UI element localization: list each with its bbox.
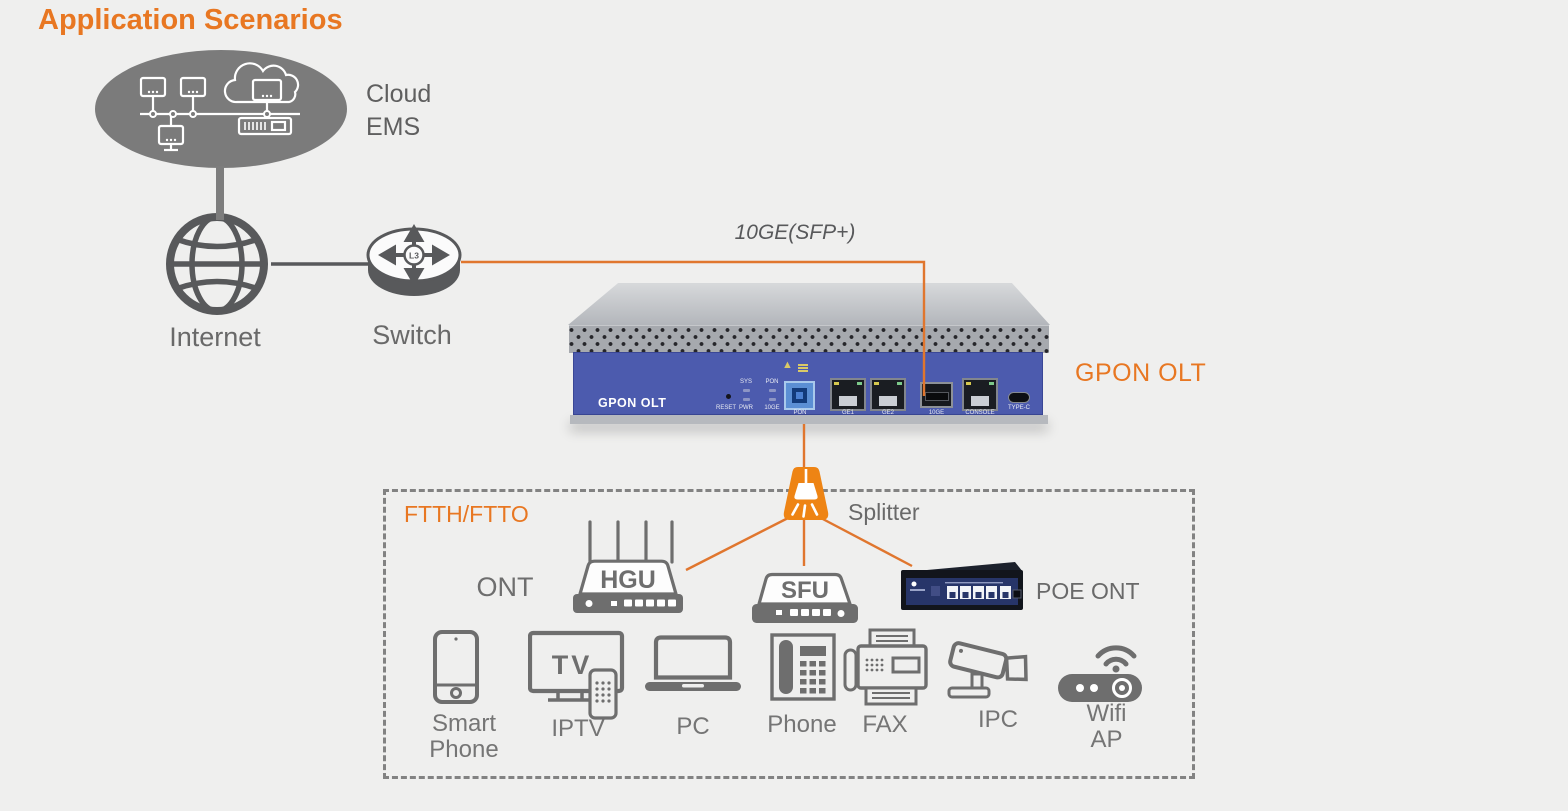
hgu-label: HGU: [600, 566, 656, 594]
cloud-ems-network-icon: [139, 62, 300, 152]
switch-chip-label: L3: [409, 251, 419, 261]
fax-icon: [843, 628, 928, 706]
poe-ont-icon: [901, 562, 1023, 610]
olt-led-pon-label: PON: [765, 379, 779, 385]
wifi-ap-label: Wifi AP: [1086, 700, 1127, 753]
olt-led-pon: [769, 389, 776, 392]
laptop-icon: [645, 635, 741, 691]
ip-camera-icon: [947, 641, 1028, 699]
olt-reset-button: [726, 394, 731, 399]
hgu-ont-icon: HGU: [573, 520, 683, 613]
olt-vent-grille: [569, 325, 1049, 353]
olt-front-text: GPON OLT: [598, 396, 667, 410]
olt-led-pwr-label: PWR: [739, 405, 753, 411]
internet-label: Internet: [169, 322, 261, 352]
page-title: Application Scenarios: [38, 4, 343, 36]
poe-ont-label: POE ONT: [1036, 578, 1140, 604]
olt-ge1-port-label: GE1: [841, 410, 854, 416]
olt-led-sys-label: SYS: [739, 379, 752, 385]
splitter-icon: [783, 467, 829, 520]
pc-label: PC: [676, 713, 710, 740]
olt-pon-port-label: PON: [793, 410, 807, 416]
olt-pon-port: [784, 381, 815, 410]
olt-ge2-port-label: GE2: [881, 410, 894, 416]
splitter-label: Splitter: [848, 499, 920, 525]
internet-globe-icon: [166, 213, 268, 315]
olt-10ge-port-label: 10GE: [928, 410, 945, 416]
olt-10ge-sfp-port: [920, 382, 953, 408]
switch-label: Switch: [372, 320, 452, 350]
olt-ge2-port: [870, 378, 906, 411]
wifi-ap-icon: [1058, 645, 1142, 702]
sfu-label: SFU: [781, 577, 829, 604]
warning-manual-icon: [798, 363, 808, 373]
olt-typec-port-label: TYPE-C: [1007, 405, 1030, 411]
gpon-olt-callout: GPON OLT: [1075, 359, 1207, 387]
olt-led-10ge-label: 10GE: [764, 405, 780, 411]
olt-console-port-label: CONSOLE: [965, 410, 995, 416]
olt-ge1-port: [830, 378, 866, 411]
uplink-10ge-label: 10GE(SFP+): [734, 221, 856, 244]
cloud-ems-label: Cloud EMS: [366, 80, 432, 141]
olt-front-panel: GPON OLT RESET SYS PON PWR 10GE ▲ PON GE…: [573, 352, 1043, 416]
sfu-ont-icon: SFU: [752, 572, 858, 623]
olt-led-pwr: [743, 398, 750, 401]
gpon-olt-device: GPON OLT RESET SYS PON PWR 10GE ▲ PON GE…: [568, 283, 1050, 425]
olt-base: [570, 415, 1048, 424]
olt-reset-label: RESET: [715, 405, 736, 411]
l3-switch-icon: L3: [366, 224, 462, 296]
warning-triangle-icon: ▲: [782, 359, 793, 371]
smartphone-icon: [433, 630, 479, 704]
ipc-label: IPC: [977, 706, 1018, 733]
olt-console-port: [962, 378, 998, 411]
olt-led-sys: [743, 389, 750, 392]
ont-group-label: ONT: [476, 572, 534, 602]
olt-typec-port: [1008, 392, 1030, 403]
olt-led-10ge: [769, 398, 776, 401]
olt-top-face: [568, 283, 1050, 325]
phone-label: Phone: [767, 711, 837, 738]
smartphone-label: Smart Phone: [429, 710, 499, 763]
tv-screen-text: TV: [552, 650, 593, 680]
cloud-ems-node: [95, 50, 347, 168]
fax-label: FAX: [862, 711, 908, 738]
iptv-label: IPTV: [551, 715, 605, 742]
desk-phone-icon: [770, 633, 836, 701]
iptv-icon: TV: [528, 630, 625, 720]
ftth-zone-title: FTTH/FTTO: [404, 501, 529, 527]
